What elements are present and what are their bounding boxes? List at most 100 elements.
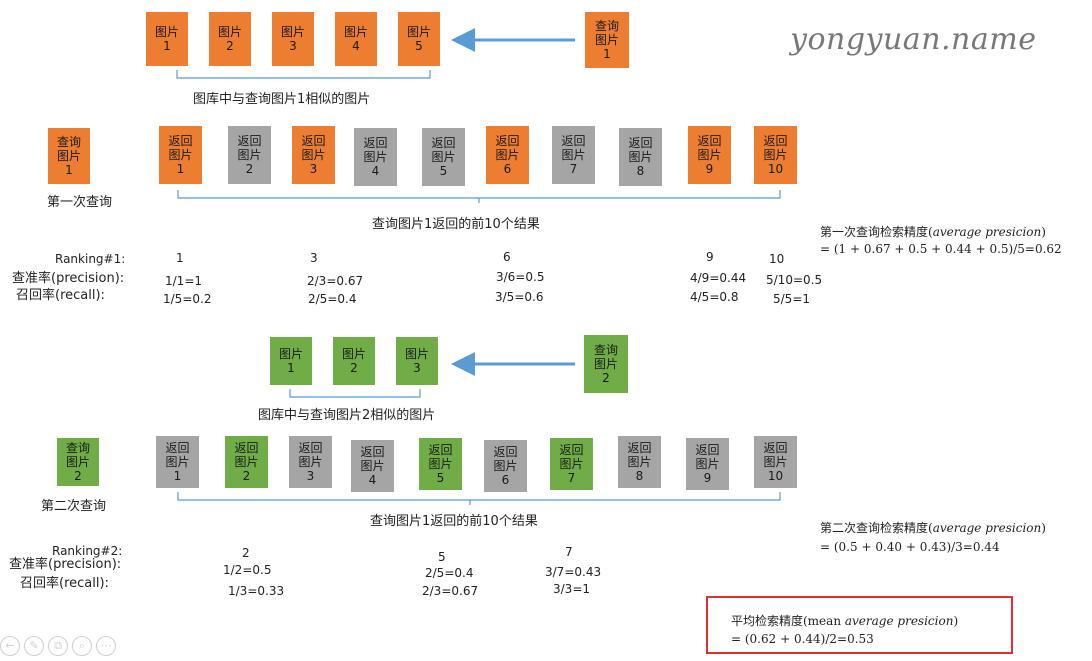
rank1-4: 9 bbox=[706, 250, 714, 264]
return-word: 返回 bbox=[237, 134, 262, 148]
query-word: 查询 bbox=[56, 135, 81, 149]
map-title-prefix: 平均检索精度(mean bbox=[731, 614, 845, 628]
tile-number: 2 bbox=[602, 371, 610, 385]
tile-number: 9 bbox=[705, 162, 714, 176]
return-word: 返回 bbox=[763, 441, 788, 455]
zoom-icon[interactable]: ⌕ bbox=[72, 636, 92, 656]
return-word: 返回 bbox=[495, 134, 520, 148]
tile-word: 图片 bbox=[695, 457, 720, 471]
tile-number: 3 bbox=[309, 162, 318, 176]
tile-word: 图片 bbox=[428, 457, 453, 471]
tile-word: 图片 bbox=[360, 459, 385, 473]
precision1-5: 5/10=0.5 bbox=[766, 273, 823, 287]
brace-results1 bbox=[177, 190, 781, 203]
pen-icon[interactable]: ✎ bbox=[24, 636, 44, 656]
tile-word: 图片 bbox=[343, 25, 368, 39]
tile-number: 2 bbox=[242, 469, 251, 483]
ap2-title-italic: average presicion bbox=[932, 521, 1042, 535]
tile-word: 图片 bbox=[237, 148, 262, 162]
tile-number: 7 bbox=[569, 162, 578, 176]
more-icon[interactable]: ⋯ bbox=[96, 636, 116, 656]
return-word: 返回 bbox=[234, 441, 259, 455]
precision1-1: 1/1=1 bbox=[165, 274, 203, 288]
query-word: 查询 bbox=[593, 343, 618, 357]
ap1-formula: = (1 + 0.67 + 0.5 + 0.44 + 0.5)/5=0.62 bbox=[820, 242, 1062, 256]
return-word: 返回 bbox=[561, 134, 586, 148]
tile-word: 图片 bbox=[341, 347, 366, 361]
tile-word: 图片 bbox=[628, 150, 653, 164]
tile-word: 图片 bbox=[65, 455, 90, 469]
tile-number: 1 bbox=[176, 162, 185, 176]
tile-word: 图片 bbox=[627, 455, 652, 469]
return-word: 返回 bbox=[428, 443, 453, 457]
tile-number: 2 bbox=[74, 469, 82, 483]
map-title: 平均检索精度(mean average presicion) bbox=[731, 614, 958, 628]
query-image-1: 查询 图片 1 bbox=[48, 128, 90, 184]
recall2-2: 2/3=0.67 bbox=[422, 584, 479, 598]
rank2-2: 5 bbox=[438, 550, 446, 564]
recall2-label: 召回率(recall): bbox=[20, 576, 109, 591]
precision1-label: 查准率(precision): bbox=[12, 271, 125, 286]
recall1-3: 3/5=0.6 bbox=[495, 290, 544, 304]
tile-number: 2 bbox=[245, 162, 254, 176]
tile-word: 图片 bbox=[593, 357, 618, 371]
return-word: 返回 bbox=[165, 441, 190, 455]
gallery2-image-1: 图片 1 bbox=[270, 337, 312, 385]
ap1-title-italic: average presicion bbox=[932, 225, 1042, 239]
results2-caption: 查询图片1返回的前10个结果 bbox=[370, 514, 538, 529]
tile-word: 图片 bbox=[165, 455, 190, 469]
precision1-4: 4/9=0.44 bbox=[690, 271, 747, 285]
gallery1-caption: 图库中与查询图片1相似的图片 bbox=[193, 92, 371, 107]
query-word: 查询 bbox=[65, 441, 90, 455]
mean-ap-highlight-box bbox=[706, 596, 1013, 654]
recall1-1: 1/5=0.2 bbox=[163, 292, 212, 306]
tile-number: 5 bbox=[436, 471, 445, 485]
precision1-3: 3/6=0.5 bbox=[496, 270, 545, 284]
return-word: 返回 bbox=[493, 445, 518, 459]
tile-word: 图片 bbox=[217, 25, 242, 39]
viewer-toolbar: ← ✎ ⧉ ⌕ ⋯ bbox=[0, 636, 116, 656]
brace-results2 bbox=[177, 492, 781, 505]
rank1-1: 1 bbox=[176, 251, 184, 265]
tile-number: 10 bbox=[767, 469, 784, 483]
tile-number: 1 bbox=[603, 47, 611, 61]
tile-number: 8 bbox=[636, 164, 645, 178]
rank2-1: 2 bbox=[242, 546, 250, 560]
tile-number: 2 bbox=[350, 361, 358, 375]
return-word: 返回 bbox=[697, 134, 722, 148]
ap1-title: 第一次查询检索精度(average presicion) bbox=[820, 225, 1046, 239]
map-title-suffix: ) bbox=[953, 614, 959, 628]
return-word: 返回 bbox=[431, 136, 456, 150]
tile-word: 图片 bbox=[234, 455, 259, 469]
precision2-2: 2/5=0.4 bbox=[425, 566, 474, 580]
copy-icon[interactable]: ⧉ bbox=[48, 636, 68, 656]
recall1-4: 4/5=0.8 bbox=[690, 290, 739, 304]
tile-number: 3 bbox=[306, 469, 315, 483]
tile-number: 6 bbox=[503, 162, 512, 176]
tile-number: 7 bbox=[567, 471, 576, 485]
map-formula: = (0.62 + 0.44)/2=0.53 bbox=[731, 632, 874, 646]
map-title-italic: average presicion bbox=[844, 614, 954, 628]
precision2-3: 3/7=0.43 bbox=[545, 565, 602, 579]
tile-word: 图片 bbox=[406, 25, 431, 39]
recall1-5: 5/5=1 bbox=[773, 292, 811, 306]
tile-number: 10 bbox=[767, 162, 784, 176]
arrow-left-icon[interactable]: ← bbox=[0, 636, 20, 656]
tile-word: 图片 bbox=[763, 148, 788, 162]
watermark-text: yongyuan.name bbox=[790, 22, 1037, 57]
gallery1-image-4: 图片 4 bbox=[335, 12, 377, 66]
gallery1-image-1: 图片 1 bbox=[146, 12, 188, 66]
